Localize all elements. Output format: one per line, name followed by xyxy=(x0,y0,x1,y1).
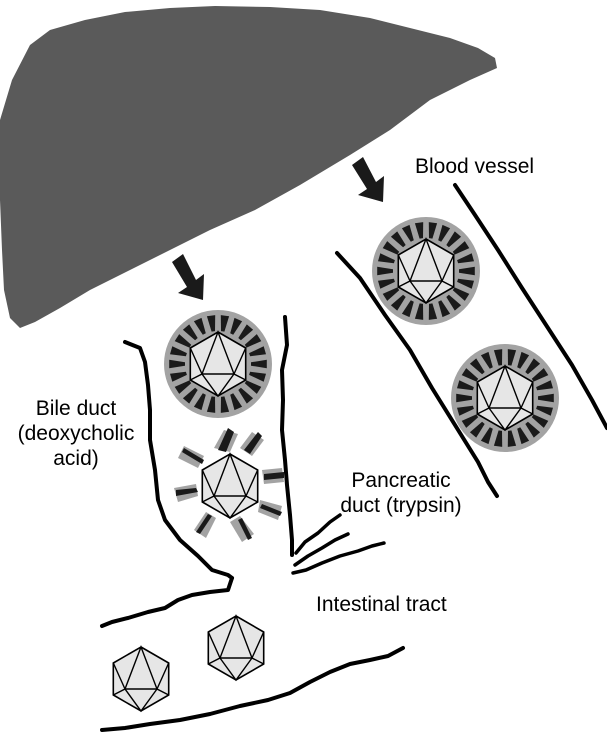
virion-enveloped-blood-2 xyxy=(451,344,559,452)
pancreatic-duct-line-1 xyxy=(296,515,340,553)
virion-enveloped-blood-1 xyxy=(372,217,480,325)
virion-enveloped-bile xyxy=(164,310,272,418)
intestinal-tract-label: Intestinal tract xyxy=(316,592,447,617)
virion-partially-stripped xyxy=(174,428,284,542)
pancreatic-duct-line-2 xyxy=(295,534,348,565)
virion-naked-2 xyxy=(113,647,168,711)
pancreatic-duct-label: Pancreatic duct (trypsin) xyxy=(321,468,481,518)
bile-duct-label-line3: acid) xyxy=(0,446,152,471)
bile-duct-wall-right xyxy=(282,317,292,555)
pancreatic-duct-label-line1: Pancreatic xyxy=(321,468,481,493)
arrow-to-bile-duct xyxy=(172,254,204,300)
bile-duct-label: Bile duct (deoxycholic acid) xyxy=(0,396,152,471)
blood-vessel-label: Blood vessel xyxy=(415,154,534,179)
bile-duct-label-line1: Bile duct xyxy=(0,396,152,421)
virion-naked-1 xyxy=(208,616,263,680)
pancreatic-duct-label-line2: duct (trypsin) xyxy=(321,493,481,518)
bile-duct-label-line2: (deoxycholic xyxy=(0,421,152,446)
intestine-wall-upper xyxy=(102,578,232,626)
arrow-to-blood-vessel xyxy=(352,157,384,202)
